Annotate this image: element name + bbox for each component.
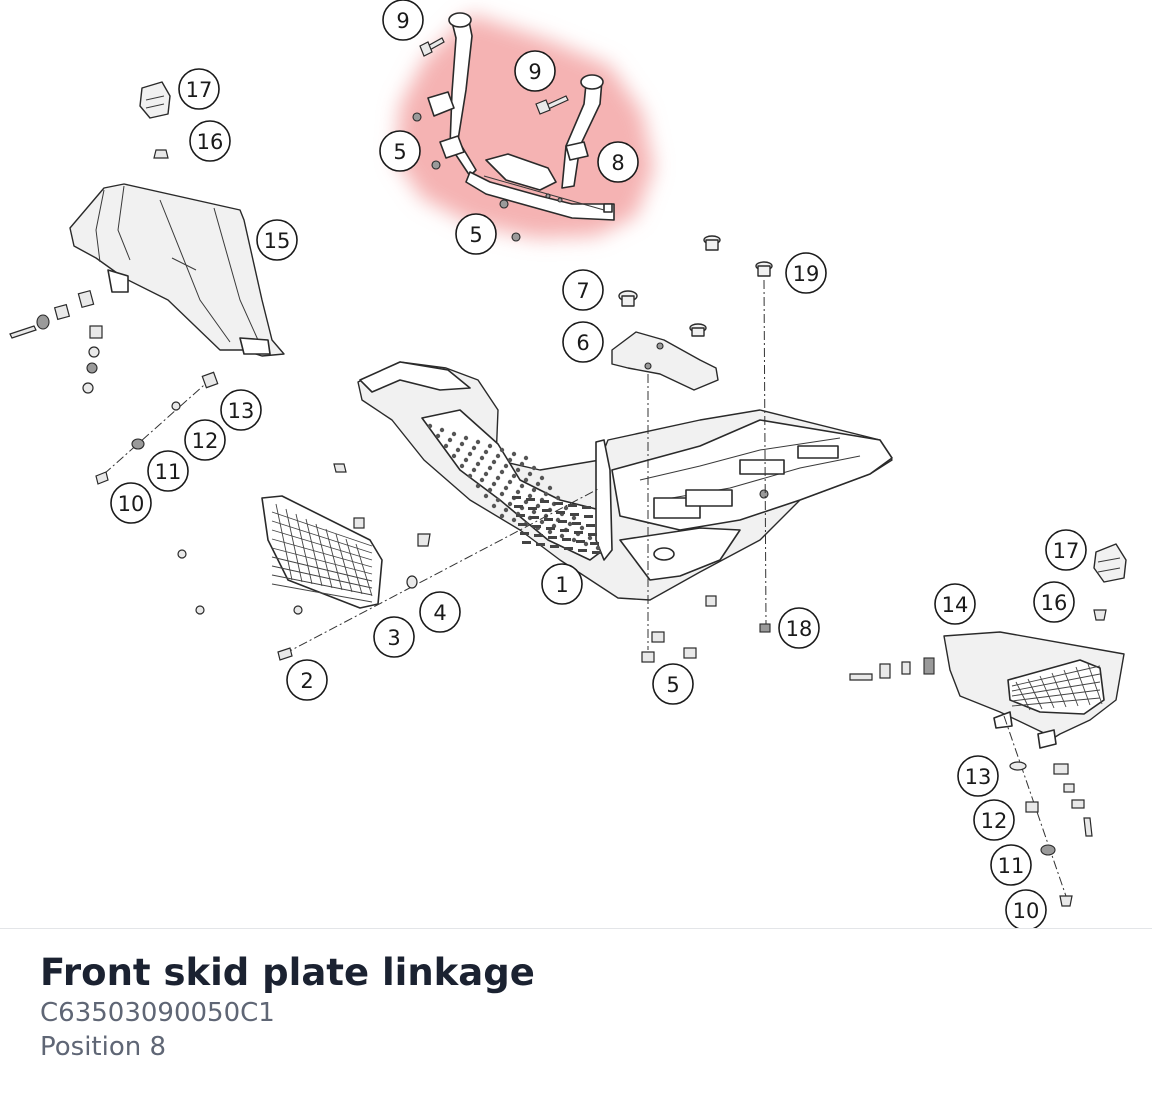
rubber-cap-17-right — [1093, 543, 1127, 583]
callout-3: 3 — [373, 616, 415, 658]
main-skid-plate — [357, 361, 893, 601]
callout-5: 5 — [379, 130, 421, 172]
nut-18 — [759, 623, 771, 633]
callout-9: 9 — [382, 0, 424, 41]
callout-number: 4 — [433, 601, 446, 625]
bracket-6 — [611, 331, 719, 391]
bumper-7 — [618, 290, 638, 307]
callout-15: 15 — [256, 219, 298, 261]
mount-axis-right — [763, 279, 767, 625]
callout-17: 17 — [178, 68, 220, 110]
grille-axis-line — [283, 487, 601, 655]
part-number: C63503090050C1 — [40, 998, 275, 1028]
caption-block: Front skid plate linkage C63503090050C1 … — [40, 950, 1120, 1064]
callout-5: 5 — [455, 213, 497, 255]
callout-5: 5 — [652, 663, 694, 705]
left-side-guard — [69, 183, 285, 357]
bumper-extra — [689, 235, 721, 337]
callout-2: 2 — [286, 659, 328, 701]
callout-16: 16 — [189, 120, 231, 162]
callout-number: 6 — [576, 331, 589, 355]
rubber-cap-17-left — [139, 81, 171, 119]
bolt-9-left — [419, 37, 445, 57]
callout-11: 11 — [990, 844, 1032, 886]
clip-16-right — [1093, 609, 1107, 621]
loose-hardware — [177, 463, 431, 615]
callout-number: 2 — [300, 669, 313, 693]
callout-number: 13 — [228, 399, 255, 423]
right-side-guard — [943, 631, 1125, 749]
callout-10: 10 — [110, 482, 152, 524]
callout-4: 4 — [419, 591, 461, 633]
nut-5-c — [499, 199, 509, 209]
bolt-2 — [277, 647, 293, 661]
callout-number: 10 — [1013, 899, 1040, 923]
callout-7: 7 — [562, 269, 604, 311]
nut-5-a — [412, 112, 422, 122]
callout-13: 13 — [220, 389, 262, 431]
callout-number: 7 — [576, 279, 589, 303]
nut-5-b — [431, 160, 441, 170]
callout-number: 3 — [387, 626, 400, 650]
callout-12: 12 — [973, 799, 1015, 841]
left-hardware-row — [9, 289, 103, 394]
bolt-9-right — [535, 95, 569, 115]
callout-number: 12 — [192, 429, 219, 453]
washer-4 — [406, 575, 418, 589]
callout-number: 17 — [1053, 539, 1080, 563]
callout-number: 18 — [786, 617, 813, 641]
diagram-title: Front skid plate linkage — [40, 951, 535, 994]
right-hardware-row — [849, 657, 935, 681]
front-grille — [261, 495, 383, 609]
callout-number: 12 — [981, 809, 1008, 833]
linkage-frame — [427, 12, 615, 221]
callout-number: 10 — [118, 492, 145, 516]
exploded-parts-diagram: 9958517161576191312111014325181714161312… — [9, 0, 1127, 928]
callout-12: 12 — [184, 419, 226, 461]
position-label: Position 8 — [40, 1032, 167, 1062]
caption-divider — [0, 928, 1152, 929]
callout-number: 9 — [528, 60, 541, 84]
nuts-5-bottom — [641, 595, 717, 663]
callout-number: 11 — [155, 460, 182, 484]
right-fastener-stack — [1009, 761, 1093, 907]
callout-number: 5 — [666, 673, 679, 697]
callout-number: 16 — [197, 130, 224, 154]
callout-6: 6 — [562, 321, 604, 363]
left-fastener-stack — [95, 371, 219, 485]
callout-10: 10 — [1005, 889, 1047, 928]
callout-9: 9 — [514, 50, 556, 92]
callout-number: 8 — [611, 151, 624, 175]
callout-8: 8 — [597, 141, 639, 183]
callout-16: 16 — [1033, 581, 1075, 623]
callout-number: 14 — [942, 593, 969, 617]
callout-number: 9 — [396, 9, 409, 33]
callout-1: 1 — [541, 563, 583, 605]
callout-number: 5 — [469, 223, 482, 247]
nut-5-d — [511, 232, 521, 242]
callout-number: 11 — [998, 854, 1025, 878]
callout-number: 15 — [264, 229, 291, 253]
callout-number: 19 — [793, 262, 820, 286]
perforation-pattern — [427, 423, 601, 554]
callout-number: 13 — [965, 765, 992, 789]
callout-14: 14 — [934, 583, 976, 625]
callout-18: 18 — [778, 607, 820, 649]
callout-number: 17 — [186, 78, 213, 102]
callout-number: 5 — [393, 140, 406, 164]
callout-19: 19 — [785, 252, 827, 294]
callout-11: 11 — [147, 450, 189, 492]
callout-number: 16 — [1041, 591, 1068, 615]
callout-13: 13 — [957, 755, 999, 797]
clip-16-left — [153, 149, 169, 159]
bumper-19 — [755, 261, 773, 277]
callout-number: 1 — [555, 573, 568, 597]
callout-17: 17 — [1045, 529, 1087, 571]
